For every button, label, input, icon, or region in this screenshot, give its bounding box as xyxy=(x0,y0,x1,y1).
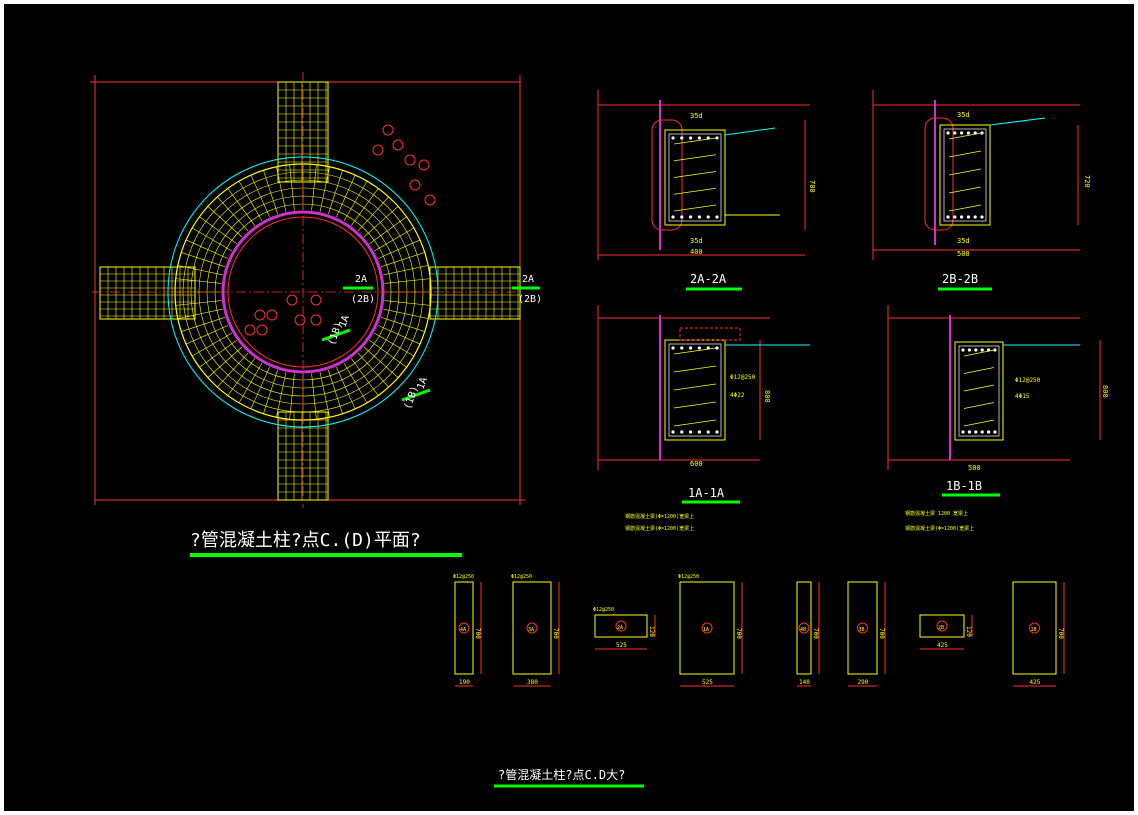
s1b-height: 800 xyxy=(1101,385,1109,398)
s2b-dim-bottom: 35d xyxy=(957,237,970,245)
stirrup-spec: Φ12@250 xyxy=(453,574,474,580)
s2a-dim-top: 35d xyxy=(690,112,703,120)
s1a-bar2: Φ12@250 xyxy=(730,374,756,381)
stirrup-4B: 4B 140 700 xyxy=(796,581,820,687)
stirrup-label: 1B xyxy=(1031,627,1037,633)
s2a-width: 400 xyxy=(690,248,703,256)
sec1a-label-upper: 1A xyxy=(337,314,351,329)
stirrup-height: 700 xyxy=(812,628,819,639)
s2b-dim-top: 35d xyxy=(957,111,970,119)
s1a-note-1: 钢筋混凝土梁(Φ=1200)宽梁上 xyxy=(625,513,694,520)
stirrup-width: 140 xyxy=(799,679,810,686)
s1a-width: 600 xyxy=(690,460,703,468)
s2a-title: 2A-2A xyxy=(690,272,727,286)
s1b-note-2: 钢筋混凝土梁(Φ=1200)宽梁上 xyxy=(905,525,974,532)
stirrup-width: 425 xyxy=(1030,679,1041,686)
stirrup-label: 2B xyxy=(938,625,944,631)
s2a-height: 700 xyxy=(808,180,816,193)
s1a-title: 1A-1A xyxy=(688,486,725,500)
stirrup-width: 525 xyxy=(702,679,713,686)
plan-dimension-frame xyxy=(90,75,525,505)
plan-view: 2A (2B) 2A (2B) 1A (1B) 1A (1B) ?管混凝土柱?点… xyxy=(90,72,542,557)
stirrup-width: 380 xyxy=(527,679,538,686)
s1b-bar1: 4Φ15 xyxy=(1015,393,1030,400)
stirrup-3A: 3A 380 700 Φ12@250 xyxy=(511,574,560,687)
stirrup-spec: Φ12@250 xyxy=(593,607,614,613)
stirrup-width: 290 xyxy=(858,679,869,686)
stirrup-width: 525 xyxy=(616,642,627,649)
stirrup-details: 4A 190 700 Φ12@250 3A 380 700 Φ12@250 2A 525 120 Φ1… xyxy=(453,574,1065,687)
stirrup-label: 2A xyxy=(617,625,623,631)
sec2a-label-right: 2A xyxy=(522,274,534,285)
sec2a-label-left: 2A xyxy=(355,274,367,285)
stirrup-height: 700 xyxy=(552,628,559,639)
stirrup-label: 3A xyxy=(528,627,534,633)
section-2b: 35d 35d 500 720 2B-2B xyxy=(872,90,1091,291)
section-1a: 4Φ22 Φ12@250 600 800 1A-1A 钢筋混凝土梁(Φ=1200… xyxy=(597,305,810,532)
stirrup-label: 1A xyxy=(703,627,709,633)
stirrup-height: 700 xyxy=(878,628,885,639)
sec1a-label-lower: 1A xyxy=(415,376,429,391)
stirrup-2B: 2B 425 120 xyxy=(919,614,973,650)
section-2a: 35d 35d 400 700 2A-2A xyxy=(597,90,816,291)
stirrup-3B: 3B 290 700 xyxy=(847,581,886,687)
s2b-height: 720 xyxy=(1083,175,1091,188)
stirrup-spec: Φ12@250 xyxy=(511,574,532,580)
stirrup-label: 3B xyxy=(859,627,865,633)
stirrup-label: 4A xyxy=(460,627,466,633)
s2a-dim-bottom: 35d xyxy=(690,237,703,245)
stirrup-1A: 1A 525 700 Φ12@250 xyxy=(678,574,743,687)
stirrup-2A: 2A 525 120 Φ12@250 xyxy=(593,607,656,650)
s1b-bar2: Φ12@250 xyxy=(1015,377,1041,384)
beam-grid xyxy=(100,82,520,500)
stirrup-4A: 4A 190 700 Φ12@250 xyxy=(453,574,482,687)
stirrup-label: 4B xyxy=(800,627,806,633)
section-mark-2a: 2A (2B) 2A (2B) xyxy=(343,274,542,305)
sec2b-label-left: (2B) xyxy=(351,294,375,305)
s2b-title: 2B-2B xyxy=(942,272,978,286)
stirrup-height: 700 xyxy=(474,628,481,639)
plan-callouts xyxy=(244,124,436,336)
stirrup-spec: Φ12@250 xyxy=(678,574,699,580)
stirrup-height: 700 xyxy=(735,628,742,639)
s1b-title: 1B-1B xyxy=(946,479,982,493)
stirrup-width: 425 xyxy=(937,642,948,649)
s1b-width: 500 xyxy=(968,464,981,472)
plan-title: ?管混凝土柱?点C.(D)平面? xyxy=(190,530,421,551)
s1a-height: 800 xyxy=(763,390,771,403)
stirrup-width: 190 xyxy=(459,679,470,686)
detail-title: ?管混凝土柱?点C.D大? xyxy=(498,767,625,782)
s2b-width: 500 xyxy=(957,250,970,258)
sec1b-label-lower: (1B) xyxy=(402,385,421,411)
stirrup-height: 120 xyxy=(965,626,972,637)
stirrup-height: 120 xyxy=(648,626,655,637)
s1a-bar1: 4Φ22 xyxy=(730,392,745,399)
stirrup-height: 700 xyxy=(1057,628,1064,639)
center-lines xyxy=(92,72,522,508)
sec2b-label-right: (2B) xyxy=(518,294,542,305)
s1b-note-1: 钢筋混凝土梁 1200 宽梁上 xyxy=(905,510,968,517)
ring-rebar-grid xyxy=(175,164,431,420)
stirrup-1B: 1B 425 700 xyxy=(1012,581,1065,687)
s1a-note-2: 钢筋混凝土梁(Φ=1200)宽梁上 xyxy=(625,525,694,532)
drawing-canvas xyxy=(4,4,1134,811)
section-1b: 4Φ15 Φ12@250 500 800 1B-1B 钢筋混凝土梁 1200 宽… xyxy=(887,305,1109,532)
